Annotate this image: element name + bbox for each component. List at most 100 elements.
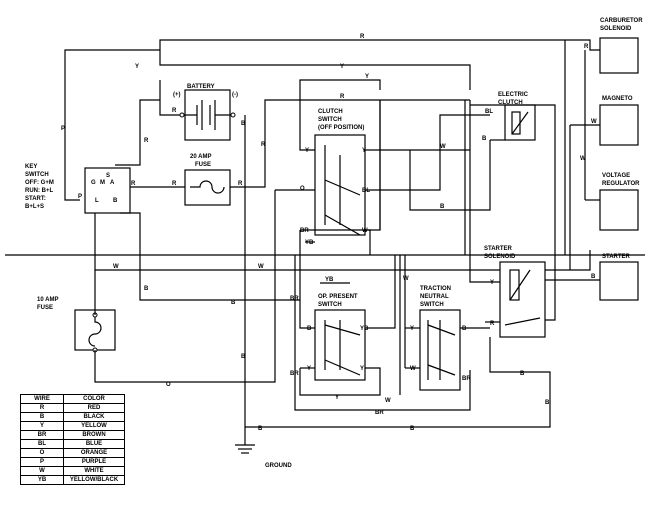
wire-bl-cs — [365, 114, 490, 191]
clutch-label-1: CLUTCH — [318, 109, 343, 115]
fuse-10-element — [88, 315, 102, 347]
clutch-switch-contact-2 — [324, 214, 361, 236]
wire-label-p: P — [61, 126, 65, 132]
electric-clutch-label-2: CLUTCH — [498, 100, 523, 106]
wire-label-r-top: R — [360, 34, 365, 40]
wire-orange — [94, 350, 276, 383]
fuse-20-label-2: FUSE — [195, 162, 211, 168]
wire-label-w-cs: W — [362, 228, 368, 234]
key-switch-label-1: KEY — [25, 164, 37, 170]
wire-red-bat — [159, 80, 180, 116]
legend-color: PURPLE — [63, 457, 125, 467]
legend-wire: R — [20, 403, 64, 413]
wire-label-y-2: Y — [340, 64, 344, 70]
legend-color: YELLOW/BLACK — [63, 475, 125, 485]
starter-solenoid-coil — [509, 269, 520, 301]
wire-label-y-1: Y — [135, 64, 139, 70]
legend-color: BROWN — [63, 430, 125, 440]
key-switch-label-2: SWITCH — [25, 172, 49, 178]
wire-label-b-gnd: B — [241, 354, 246, 360]
op-switch-label-2: SWITCH — [318, 302, 342, 308]
wire-label-y-op: Y — [307, 366, 311, 372]
fuse-20-label-1: 20 AMP — [190, 154, 211, 160]
wire-label-w-tn: W — [410, 366, 416, 372]
wire-red-key — [115, 99, 160, 166]
legend-header-wire: WIRE — [20, 394, 64, 404]
legend-header-color: COLOR — [63, 394, 125, 404]
wire-label-y-ss: Y — [490, 280, 494, 286]
wire-r-ss-up — [470, 104, 556, 321]
wire-label-b-ss: B — [520, 371, 525, 377]
magneto-box — [599, 104, 639, 146]
wire-label-w-1: W — [113, 264, 119, 270]
electric-clutch-label-1: ELECTRIC — [498, 92, 529, 98]
starter-solenoid-label-2: SOLENOID — [484, 254, 516, 260]
voltage-reg-label-2: REGULATOR — [602, 181, 640, 187]
legend-color: YELLOW — [63, 421, 125, 431]
magneto-label: MAGNETO — [602, 96, 633, 102]
wire-y-op-loop — [299, 367, 381, 396]
wire-label-br-tn: BR — [462, 376, 471, 382]
wire-label-r-top2: R — [340, 94, 345, 100]
wire-label-b-ec: B — [482, 136, 487, 142]
starter-solenoid-label-1: STARTER — [484, 246, 513, 252]
voltage-regulator-box — [599, 189, 639, 231]
wire-br-cs — [300, 229, 371, 255]
battery-terminal-pos — [179, 112, 185, 118]
key-terminal-m: M — [100, 180, 105, 186]
voltage-reg-label-1: VOLTAGE — [602, 173, 630, 179]
wire-label-w-mag: W — [591, 119, 597, 125]
wire-label-br-bottom: BR — [375, 410, 384, 416]
wire-yellow-2 — [299, 79, 381, 90]
wire-label-r-bat: R — [172, 108, 177, 114]
wire-br-op — [294, 255, 471, 411]
key-terminal-a: A — [110, 180, 115, 186]
electric-clutch-coil — [511, 111, 521, 135]
wire-label-b-main2: B — [258, 426, 263, 432]
wire-black-key — [120, 212, 301, 301]
wire-b-op — [299, 300, 315, 329]
legend-color: BLUE — [63, 439, 125, 449]
wire-y-ss — [469, 100, 500, 283]
wire-b-main — [245, 337, 551, 428]
legend-wire: BL — [20, 439, 64, 449]
electric-clutch-diag — [511, 111, 529, 135]
carburetor-label-1: CARBURETOR — [600, 18, 643, 24]
carburetor-label-2: SOLENOID — [600, 26, 632, 32]
wire-label-w-2: W — [258, 264, 264, 270]
op-switch-contact — [324, 324, 361, 336]
op-switch-contact-2 — [324, 359, 361, 376]
clutch-label-3: (OFF POSITION) — [318, 125, 364, 131]
legend-wire: W — [20, 466, 64, 476]
wire-red-top — [159, 39, 600, 51]
wire-label-bl-cs: BL — [362, 188, 370, 194]
wire-label-w-vr: W — [580, 156, 586, 162]
legend-wire: BR — [20, 430, 64, 440]
legend-color: ORANGE — [63, 448, 125, 458]
traction-label-1: TRACTION — [420, 286, 451, 292]
legend-color: BLACK — [63, 412, 125, 422]
wire-label-y-cs: Y — [305, 148, 309, 154]
key-switch-box — [84, 167, 131, 214]
wire-label-r-f20: R — [172, 181, 177, 187]
wire-label-b-bat: B — [241, 121, 246, 127]
clutch-label-2: SWITCH — [318, 117, 342, 123]
op-switch-label-1: OP. PRESENT — [318, 294, 358, 300]
traction-label-3: SWITCH — [420, 302, 444, 308]
fuse-10-label-1: 10 AMP — [37, 297, 58, 303]
legend-wire: YB — [20, 475, 64, 485]
wire-label-w-down: W — [385, 398, 391, 404]
traction-switch-contact-2 — [427, 364, 456, 376]
legend-wire: P — [20, 457, 64, 467]
wire-label-o-cs: O — [300, 186, 305, 192]
fuse-10-label-2: FUSE — [37, 305, 53, 311]
key-terminal-b: B — [113, 198, 118, 204]
wire-label-y-loop: Y — [335, 395, 339, 401]
wire-label-br-cs: BR — [300, 228, 309, 234]
